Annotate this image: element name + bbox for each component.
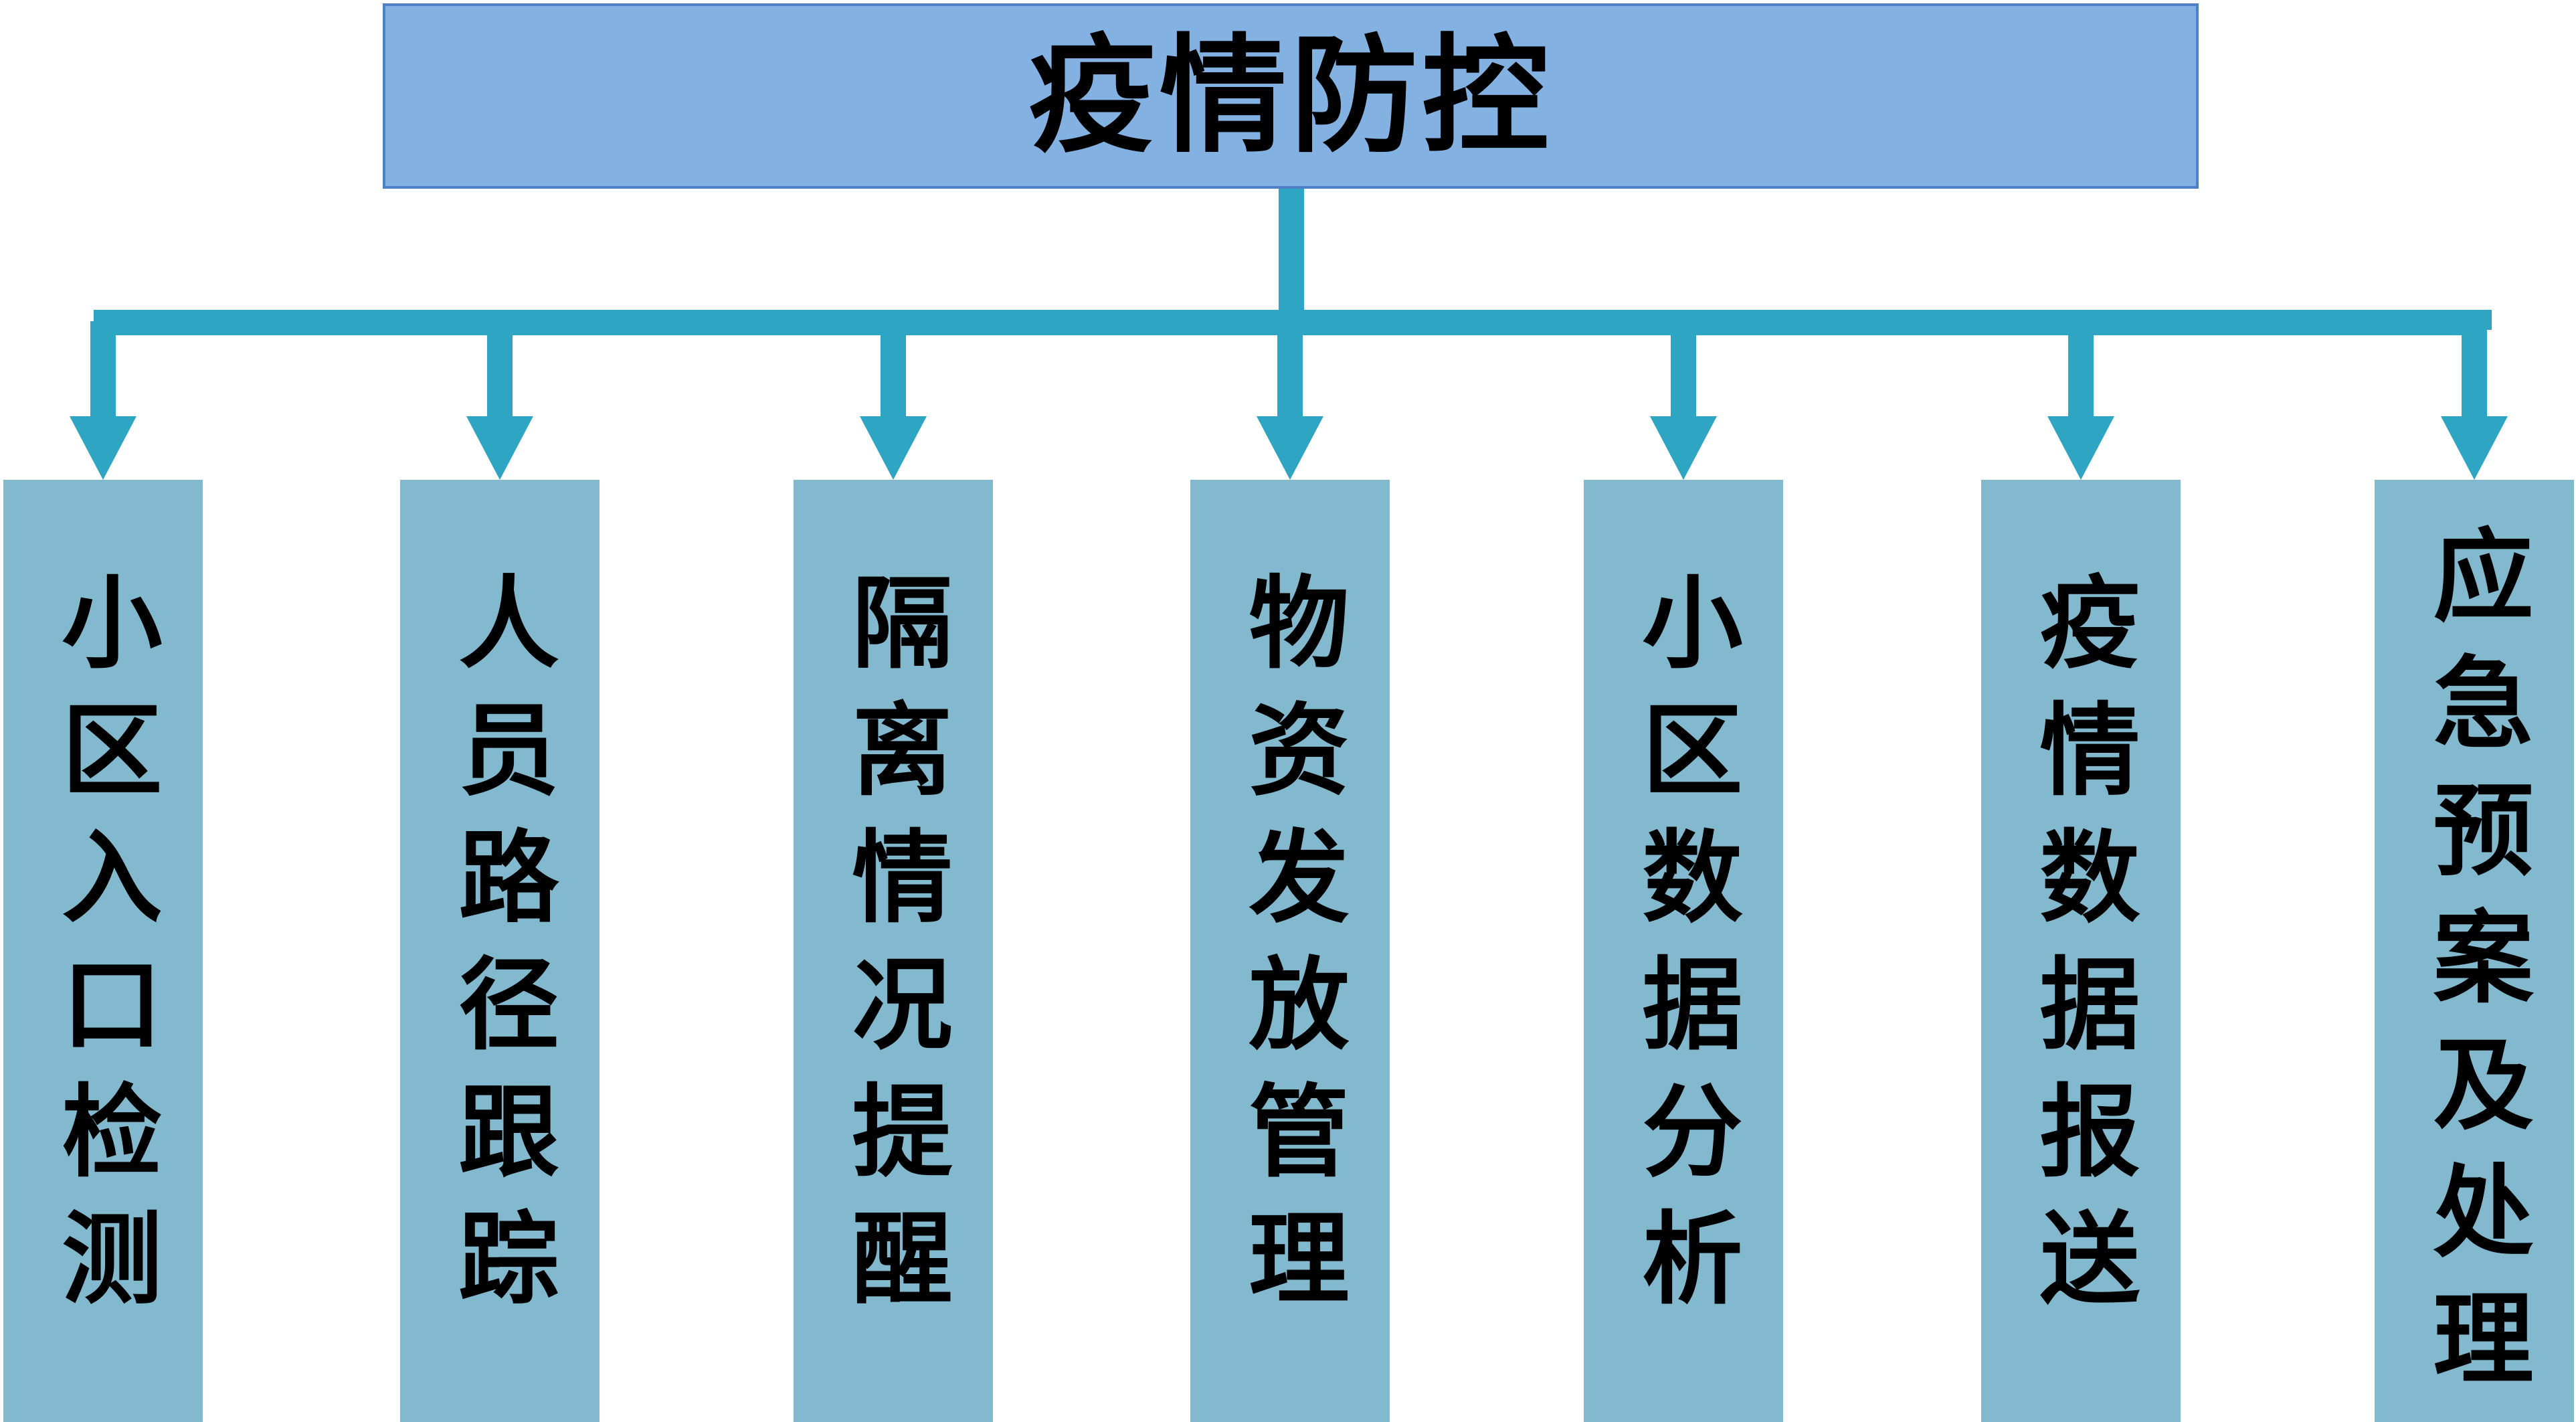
arrow-head-6 xyxy=(2047,416,2114,480)
child-node-1: 小区入口检测 xyxy=(3,480,203,1422)
arrow-head-2 xyxy=(466,416,533,480)
arrow-shaft-5 xyxy=(1671,321,1696,418)
child-label-4: 物资发放管理 xyxy=(1232,570,1348,1333)
child-label-6: 疫情数据报送 xyxy=(2023,570,2139,1333)
child-label-2: 人员路径跟踪 xyxy=(442,570,558,1333)
arrow-head-5 xyxy=(1650,416,1717,480)
trunk-line xyxy=(1279,189,1304,313)
child-label-7: 应急预案及处理 xyxy=(2416,523,2533,1413)
child-node-2: 人员路径跟踪 xyxy=(400,480,600,1422)
arrow-shaft-2 xyxy=(487,321,513,418)
arrow-shaft-7 xyxy=(2462,321,2487,418)
arrow-head-3 xyxy=(860,416,927,480)
root-node: 疫情防控 xyxy=(383,3,2199,189)
child-node-5: 小区数据分析 xyxy=(1584,480,1783,1422)
child-label-5: 小区数据分析 xyxy=(1625,570,1742,1333)
arrow-head-7 xyxy=(2441,416,2508,480)
child-node-3: 隔离情况提醒 xyxy=(794,480,993,1422)
child-label-1: 小区入口检测 xyxy=(45,570,161,1333)
child-node-4: 物资发放管理 xyxy=(1190,480,1390,1422)
child-node-7: 应急预案及处理 xyxy=(2375,480,2574,1422)
arrow-shaft-6 xyxy=(2068,321,2094,418)
child-node-6: 疫情数据报送 xyxy=(1981,480,2181,1422)
child-label-3: 隔离情况提醒 xyxy=(835,570,951,1333)
arrow-head-1 xyxy=(70,416,136,480)
arrow-shaft-4 xyxy=(1277,321,1303,418)
root-title: 疫情防控 xyxy=(1028,21,1553,170)
arrow-shaft-1 xyxy=(90,321,116,418)
arrow-shaft-3 xyxy=(881,321,906,418)
arrow-head-4 xyxy=(1257,416,1323,480)
